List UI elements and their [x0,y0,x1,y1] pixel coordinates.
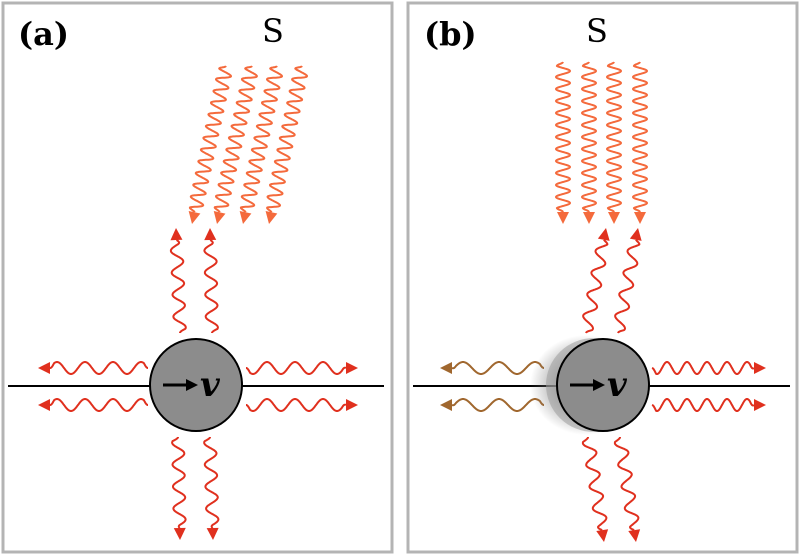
incoming-wave [188,65,232,224]
incoming-wave [239,65,283,224]
panel-a-source-label: S [262,12,284,50]
emitted-wave-up [169,228,187,334]
panel-b-waves [440,61,766,542]
panel-a: (a) S v [1,1,394,554]
emitted-wave-down [581,436,609,542]
redshifted-wave-left [440,398,545,412]
emitted-wave-up [203,228,219,334]
panel-b: (b) S v [406,1,799,554]
panel-b-source-label: S [586,12,608,50]
emitted-wave-left [38,361,149,375]
emitted-wave-down [613,436,641,542]
emitted-wave-right [245,361,358,375]
emitted-wave-down [171,436,187,540]
panel-b-velocity-arrow [570,379,605,391]
emitted-wave-up [582,228,610,334]
emitted-wave-up [614,228,642,334]
incoming-wave [555,61,571,224]
incoming-wave [581,61,597,224]
panel-a-velocity-arrow [163,379,198,391]
emitted-wave-right [651,361,766,375]
emitted-wave-left [38,398,149,412]
panel-a-waves [38,65,358,540]
panel-b-label: (b) [424,15,477,53]
incoming-wave [265,65,308,224]
incoming-wave [632,61,648,224]
redshifted-wave-left [440,361,545,375]
emitted-wave-down [203,436,220,540]
panel-b-velocity-label: v [607,365,628,405]
panel-a-frame [1,1,394,554]
emitted-wave-right [651,398,766,412]
incoming-wave [606,61,622,224]
emitted-wave-right [245,398,358,412]
incoming-wave [213,65,258,224]
panel-a-velocity-label: v [200,365,221,405]
panel-b-frame [406,1,799,554]
panel-a-label: (a) [18,15,69,53]
